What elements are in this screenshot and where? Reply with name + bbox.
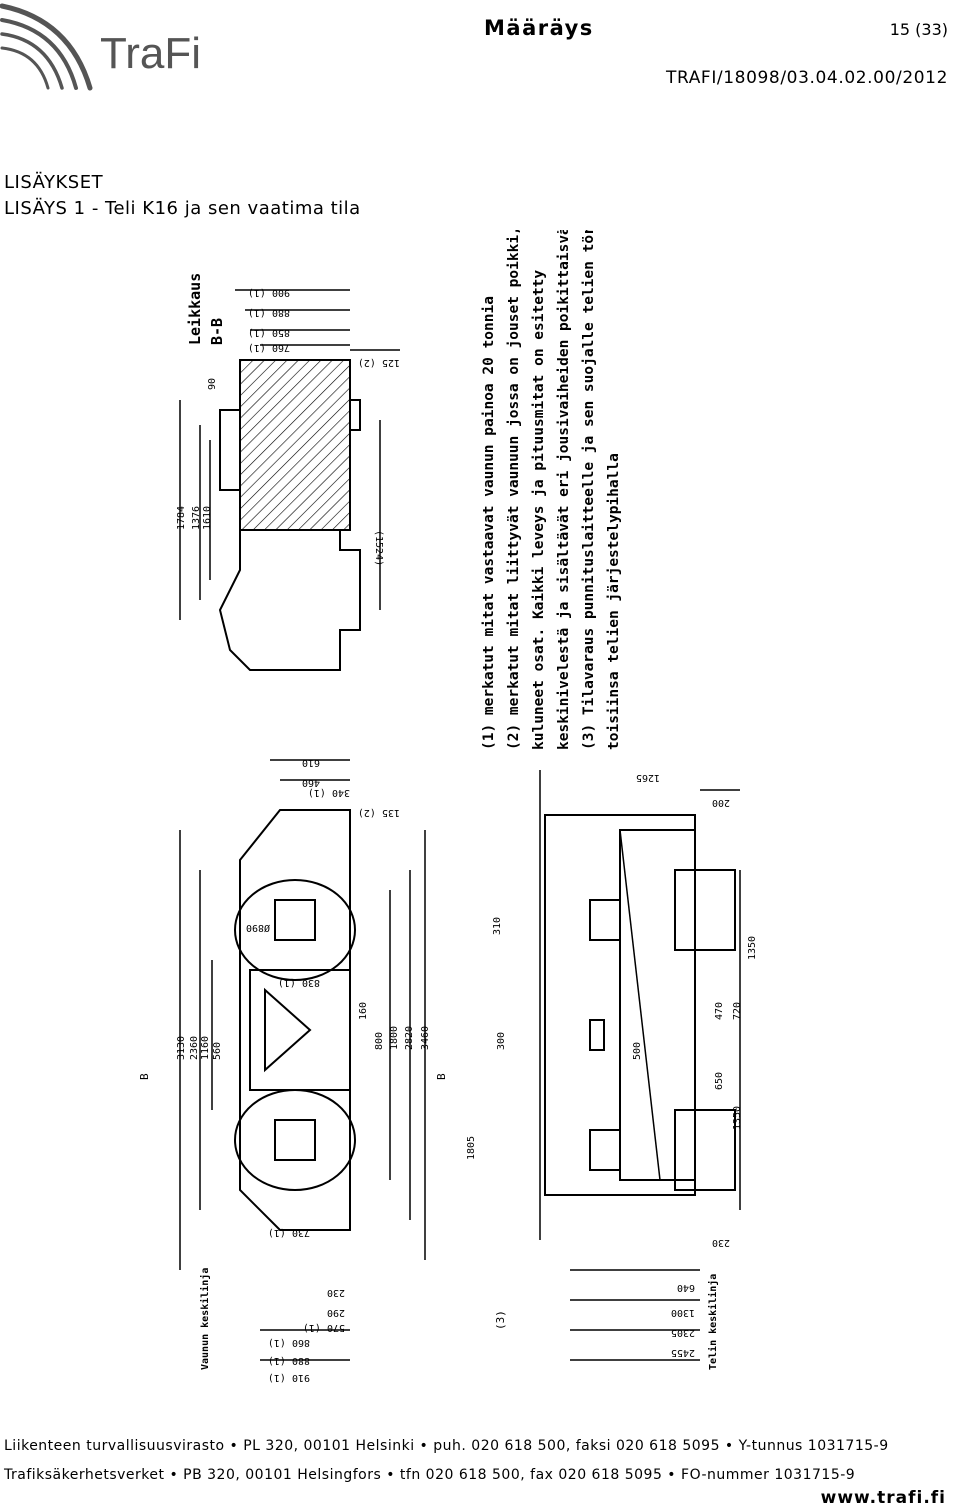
footer: Liikenteen turvallisuusvirasto • PL 320,…	[4, 1432, 889, 1490]
dimension-label: 830 (1)	[278, 977, 320, 988]
page-number: 15 (33)	[889, 20, 948, 39]
dimension-label: 610	[302, 757, 320, 768]
dimension-label: 310	[492, 917, 503, 935]
dimension-label: 850 (1)	[248, 327, 290, 338]
dimension-label: 340 (1)	[308, 787, 350, 798]
dimension-label: 730 (1)	[268, 1227, 310, 1238]
dimension-label: 470	[714, 1002, 725, 1020]
dimension-label: 650	[714, 1072, 725, 1090]
dimension-label: 1784	[176, 506, 187, 530]
dimension-label: 760 (1)	[248, 342, 290, 353]
dimension-label: (1524)	[373, 530, 384, 566]
section-bb-drawing	[179, 289, 400, 671]
plan-view-drawing	[179, 759, 426, 1361]
dimension-label: 500	[632, 1042, 643, 1060]
dimension-label: 90	[207, 378, 218, 390]
note-line: (3) Tilavaraus punnituslaitteelle ja sen…	[581, 230, 597, 750]
dimension-label: 2455	[671, 1347, 695, 1358]
dimension-label: 3460	[420, 1026, 431, 1050]
dimension-label: 910 (1)	[268, 1372, 310, 1383]
document-reference: TRAFI/18098/03.04.02.00/2012	[666, 68, 948, 88]
dimension-label: 2820	[404, 1026, 415, 1050]
dimension-label: 3130	[176, 1036, 187, 1060]
dimension-label: 230	[712, 1237, 730, 1248]
dimension-label: 1265	[636, 772, 660, 783]
dimension-label: 640	[677, 1282, 695, 1293]
dimension-label: 1805	[466, 1136, 477, 1160]
section-label-bb: B-B	[208, 318, 226, 345]
note-line: kuluneet osat. Kaikki leveys ja pituusmi…	[531, 270, 547, 750]
drawing-notes: (1) merkatut mitat vastaavat vaunun pain…	[481, 230, 622, 750]
dimension-label: 800	[374, 1032, 385, 1050]
note-line: (1) merkatut mitat vastaavat vaunun pain…	[481, 296, 497, 750]
dimension-label: 460	[302, 777, 320, 788]
centerline-label: Vaunun keskilinja	[199, 1268, 211, 1370]
dimension-label: 1376	[191, 506, 202, 530]
section-marker: B	[138, 1073, 151, 1080]
dimension-label: 880 (1)	[268, 1355, 310, 1366]
trafi-logo: TraFi	[0, 3, 201, 91]
dimension-label: 2305	[671, 1327, 695, 1338]
section-marker: B	[435, 1073, 448, 1080]
website-link[interactable]: www.trafi.fi	[820, 1488, 946, 1508]
dimension-label: 1800	[389, 1026, 400, 1050]
dimension-label: 880 (1)	[248, 307, 290, 318]
dimension-label: 2360	[189, 1036, 200, 1060]
dimension-label: 560	[212, 1042, 223, 1060]
technical-drawing: Leikkaus B-B (1) merkatut mitat vastaava…	[138, 230, 758, 1383]
footer-line-fi: Liikenteen turvallisuusvirasto • PL 320,…	[4, 1438, 889, 1454]
document-title: Määräys	[484, 16, 594, 40]
dimension-label: 290	[327, 1307, 345, 1318]
section-heading-block: LISÄYKSET LISÄYS 1 - Teli K16 ja sen vaa…	[4, 170, 361, 222]
dimension-label: 900 (1)	[248, 287, 290, 298]
dimension-label: 1300	[671, 1307, 695, 1318]
section-heading: LISÄYKSET	[4, 172, 104, 193]
reference-marker: (3)	[494, 1310, 507, 1330]
dimension-label: Ø890	[246, 922, 270, 934]
centerline-label: Telin keskilinja	[707, 1274, 719, 1370]
dimension-label: 1610	[202, 506, 213, 530]
footer-line-sv: Trafiksäkerhetsverket • PB 320, 00101 He…	[4, 1467, 856, 1483]
dimension-label: 230	[327, 1287, 345, 1298]
dimension-label: 570 (1)	[303, 1322, 345, 1333]
dimension-label: 1350	[747, 936, 758, 960]
logo-wordmark: TraFi	[100, 29, 201, 78]
note-line: (2) merkatut mitat liittyvät vaunuun jos…	[506, 230, 522, 750]
dimension-label: 135 (2)	[358, 807, 400, 818]
dimension-label: 125 (2)	[358, 357, 400, 368]
note-line: toisiinsa telien järjestelypihalla	[606, 453, 622, 750]
side-view-drawing	[539, 770, 741, 1361]
section-subheading: LISÄYS 1 - Teli K16 ja sen vaatima tila	[4, 198, 361, 219]
dimension-label: 160	[358, 1002, 369, 1020]
dimension-label: 720	[732, 1002, 743, 1020]
section-label: Leikkaus	[186, 273, 204, 345]
dimension-label: 200	[712, 797, 730, 808]
note-line: keskinivelestä ja sisältävät eri jousiva…	[556, 230, 572, 750]
dimension-label: 1160	[200, 1036, 211, 1060]
dimension-label: 860 (1)	[268, 1337, 310, 1348]
dimension-label: 300	[496, 1032, 507, 1050]
dimension-label: 1350	[732, 1106, 743, 1130]
